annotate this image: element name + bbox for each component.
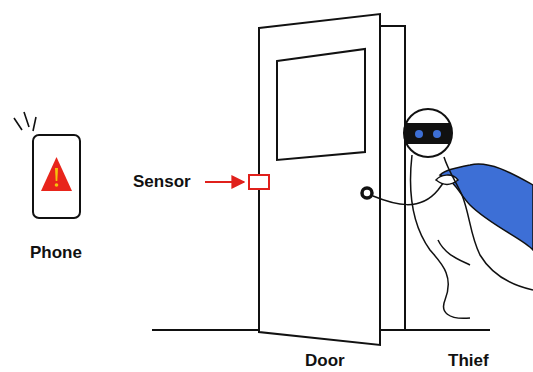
- alert-dot: [55, 183, 59, 187]
- thief-body: [411, 155, 470, 318]
- part-label: Phone: [30, 243, 82, 263]
- thief-back: [444, 157, 533, 290]
- thief-mask: [400, 123, 460, 144]
- signal-marks: [14, 112, 36, 131]
- phone-icon: [14, 112, 80, 218]
- part-label: Thief: [448, 351, 489, 371]
- door-knob: [362, 188, 372, 198]
- phone-body: [33, 135, 80, 218]
- part-label: Sensor: [133, 172, 191, 192]
- thief-eye: [433, 130, 441, 138]
- alert-mark: [55, 168, 58, 181]
- part-label: Door: [305, 351, 345, 371]
- alert-triangle: [41, 157, 72, 191]
- thief-eye: [415, 130, 423, 138]
- thief-figure: [373, 109, 533, 318]
- door-window: [277, 49, 365, 160]
- leader-arrow: [205, 181, 244, 183]
- door-frame: [380, 26, 405, 331]
- thief-leg: [438, 240, 470, 265]
- door-panel: [259, 14, 380, 345]
- sensor-box: [249, 175, 269, 189]
